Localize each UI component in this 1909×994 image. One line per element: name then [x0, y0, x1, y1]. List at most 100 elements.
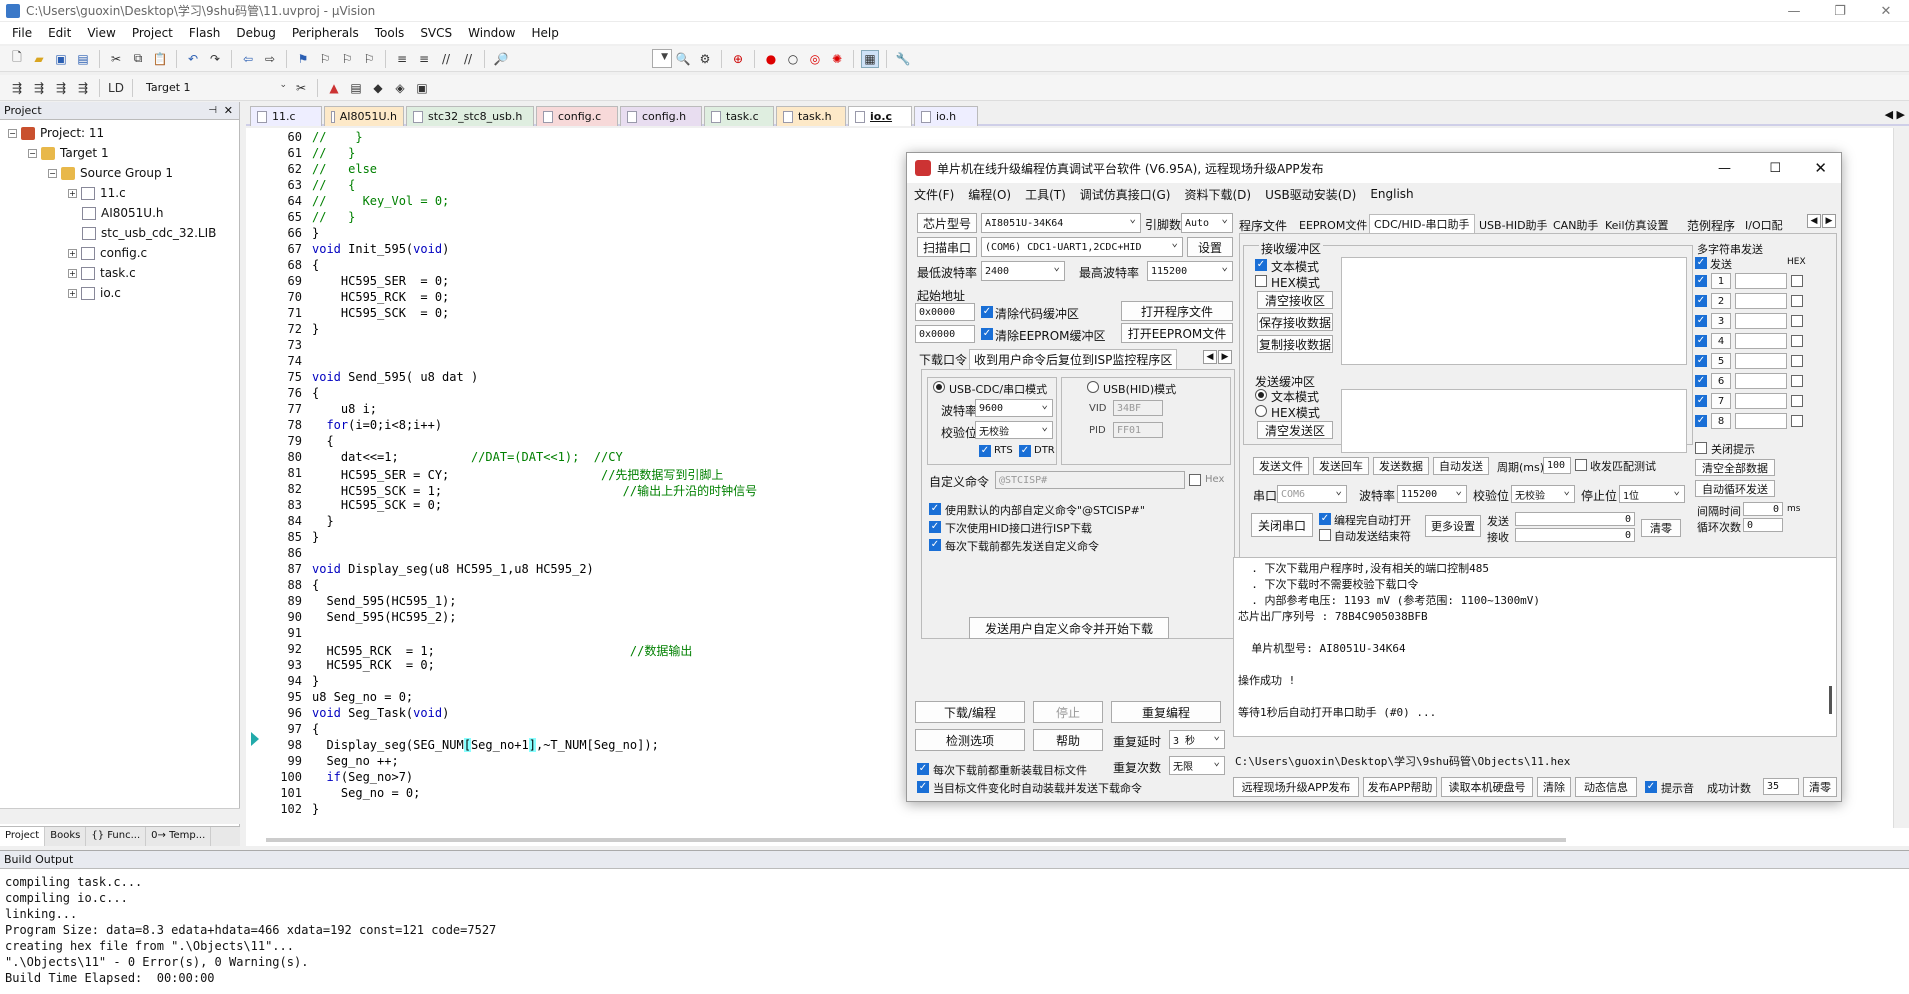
multi-row-send-button[interactable]: 1	[1711, 273, 1731, 289]
close-pane-icon[interactable]: ✕	[223, 104, 233, 117]
maximize-button[interactable]: ❐	[1834, 3, 1846, 19]
send-text-mode-radio[interactable]	[1255, 389, 1267, 401]
clear-code-checkbox[interactable]: ✓	[981, 306, 993, 318]
multi-send-all-checkbox[interactable]: ✓	[1695, 257, 1707, 269]
isp-maximize-button[interactable]: ☐	[1769, 160, 1781, 176]
tab-io-config[interactable]: I/O口配	[1745, 219, 1783, 232]
configure-icon[interactable]: 🔧	[895, 51, 911, 66]
comment-icon[interactable]: //	[441, 51, 451, 66]
open-program-button[interactable]: 打开程序文件	[1121, 301, 1233, 321]
chip-type-label[interactable]: 芯片型号	[917, 213, 977, 233]
multi-row-hex-checkbox[interactable]	[1791, 355, 1803, 367]
multi-row-checkbox[interactable]: ✓	[1695, 395, 1707, 407]
uncomment-icon[interactable]: //	[463, 51, 473, 66]
menu-project[interactable]: Project	[131, 26, 173, 40]
build-icon[interactable]: ⇶	[33, 80, 45, 95]
tab-keil[interactable]: Keil仿真设置	[1605, 219, 1669, 232]
detect-options-button[interactable]: 检测选项	[915, 729, 1025, 751]
multi-row-send-button[interactable]: 3	[1711, 313, 1731, 329]
pid-input[interactable]: FF01	[1113, 422, 1163, 438]
components-icon[interactable]: ▣	[416, 80, 428, 95]
auto-send-end-checkbox[interactable]	[1319, 529, 1331, 541]
target-select[interactable]: Target 1⌄	[146, 80, 287, 94]
tab-books[interactable]: Books	[45, 827, 87, 846]
isp-menu-item[interactable]: 文件(F)	[914, 187, 955, 202]
loop-count-input[interactable]: 0	[1743, 518, 1783, 532]
bookmark-clear-icon[interactable]: ⚐	[363, 51, 375, 66]
file-node[interactable]: +11.c	[68, 186, 126, 200]
multi-row-checkbox[interactable]: ✓	[1695, 335, 1707, 347]
stop-button[interactable]: 停止	[1033, 701, 1103, 723]
file-tab[interactable]: task.c	[704, 106, 774, 126]
breakpoint-disable-icon[interactable]: ○	[787, 51, 799, 66]
custom-cmd-input[interactable]: @STCISP#	[995, 471, 1185, 489]
copy-icon[interactable]: ⧉	[133, 51, 143, 65]
pin-icon[interactable]: ⊣	[208, 105, 217, 116]
multi-row-checkbox[interactable]: ✓	[1695, 375, 1707, 387]
menu-flash[interactable]: Flash	[188, 26, 221, 40]
translate-icon[interactable]: ⇶	[11, 80, 23, 95]
tab-templates[interactable]: 0→ Temp...	[146, 827, 212, 846]
auto-send-button[interactable]: 自动发送	[1433, 457, 1489, 475]
multi-row-input[interactable]	[1735, 373, 1787, 389]
log-scrollbar[interactable]	[1829, 686, 1832, 714]
find-combo[interactable]: ▼	[652, 49, 672, 68]
file-node[interactable]: +io.c	[68, 286, 121, 300]
clear-log-button[interactable]: 清除	[1537, 777, 1571, 797]
tab-functions[interactable]: {} Func...	[86, 827, 147, 846]
file-tab[interactable]: io.h	[914, 106, 978, 126]
interval-input[interactable]: 0	[1743, 502, 1783, 516]
manage-project-icon[interactable]: ▲	[329, 80, 339, 95]
file-tab[interactable]: config.h	[620, 106, 702, 126]
repeat-count-select[interactable]: 无限	[1169, 755, 1225, 775]
close-hint-checkbox[interactable]	[1695, 442, 1707, 454]
clear-all-button[interactable]: 清空全部数据	[1695, 459, 1775, 476]
menu-help[interactable]: Help	[531, 26, 559, 40]
minimize-button[interactable]: —	[1787, 3, 1801, 19]
baud2-select[interactable]: 115200	[1397, 484, 1467, 503]
close-port-button[interactable]: 关闭串口	[1251, 513, 1313, 537]
window-layout-icon[interactable]: ▦	[861, 49, 879, 68]
tab-usb-hid[interactable]: USB-HID助手	[1479, 219, 1548, 232]
undo-icon[interactable]: ↶	[187, 51, 199, 66]
isp-log[interactable]: . 下次下载用户程序时,没有相关的端口控制485 . 下次下载时不需要校验下载口…	[1233, 557, 1837, 737]
tab-examples[interactable]: 范例程序	[1687, 219, 1736, 233]
multi-row-input[interactable]	[1735, 333, 1787, 349]
max-baud-select[interactable]: 115200	[1147, 260, 1233, 281]
project-root[interactable]: −Project: 11	[8, 126, 105, 140]
parity2-select[interactable]: 无校验	[1511, 484, 1575, 503]
multi-row-hex-checkbox[interactable]	[1791, 335, 1803, 347]
tab-eeprom-file[interactable]: EEPROM文件	[1299, 219, 1368, 232]
target-node[interactable]: −Target 1	[28, 146, 109, 160]
dynamic-info-button[interactable]: 动态信息	[1575, 777, 1637, 797]
menu-peripherals[interactable]: Peripherals	[291, 26, 359, 40]
bookmark-icon[interactable]: ⚑	[297, 51, 309, 66]
debug-icon[interactable]: ⊕	[732, 51, 744, 66]
auto-reload-checkbox[interactable]: ✓	[917, 781, 929, 793]
multi-row-checkbox[interactable]: ✓	[1695, 315, 1707, 327]
breakpoint-icon[interactable]: ●	[765, 51, 777, 66]
menu-svcs[interactable]: SVCS	[420, 26, 453, 40]
file-node[interactable]: stc_usb_cdc_32.LIB	[82, 226, 216, 240]
bookmark-next-icon[interactable]: ⚐	[341, 51, 353, 66]
redo-icon[interactable]: ↷	[209, 51, 221, 66]
indent-icon[interactable]: ≡	[396, 51, 408, 66]
multi-row-send-button[interactable]: 7	[1711, 393, 1731, 409]
file-tab[interactable]: AI8051U.h	[324, 106, 404, 126]
min-baud-select[interactable]: 2400	[981, 260, 1065, 281]
multi-row-input[interactable]	[1735, 293, 1787, 309]
source-group-node[interactable]: −Source Group 1	[48, 166, 174, 180]
breakpoint-kill-icon[interactable]: ◎	[809, 51, 821, 66]
help-button[interactable]: 帮助	[1033, 729, 1103, 751]
multi-row-checkbox[interactable]: ✓	[1695, 355, 1707, 367]
send-file-button[interactable]: 发送文件	[1253, 457, 1309, 475]
multi-row-input[interactable]	[1735, 273, 1787, 289]
save-recv-button[interactable]: 保存接收数据	[1257, 313, 1333, 331]
file-node[interactable]: AI8051U.h	[82, 206, 164, 220]
isp-menu-item[interactable]: English	[1370, 187, 1414, 201]
repeat-program-button[interactable]: 重复编程	[1111, 701, 1221, 723]
serial-port-select[interactable]: COM6	[1277, 484, 1347, 503]
unindent-icon[interactable]: ≡	[418, 51, 430, 66]
send-hex-mode-radio[interactable]	[1255, 405, 1267, 417]
batch-build-icon[interactable]: ⇶	[77, 80, 89, 95]
